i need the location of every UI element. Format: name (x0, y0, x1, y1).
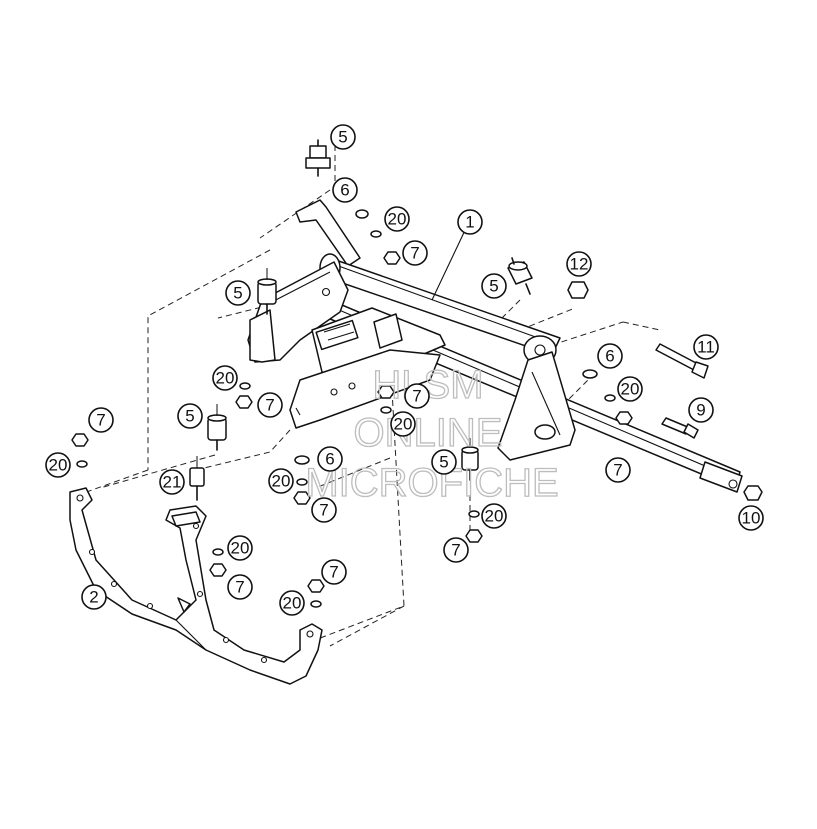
svg-text:20: 20 (394, 415, 413, 434)
svg-text:20: 20 (485, 507, 504, 526)
svg-text:7: 7 (410, 244, 419, 263)
callout-5: 5 (177, 403, 203, 429)
hardware (71, 209, 763, 608)
svg-text:6: 6 (605, 347, 614, 366)
callout-7: 7 (88, 407, 114, 433)
callout-20: 20 (390, 411, 416, 437)
callout-20: 20 (617, 376, 643, 402)
bolt-short (661, 417, 699, 439)
rubber-mount-right-bottom (461, 438, 479, 481)
svg-text:6: 6 (325, 450, 334, 469)
callout-5: 5 (481, 273, 507, 299)
callout-20: 20 (481, 503, 507, 529)
callout-7: 7 (257, 392, 283, 418)
callout-9: 9 (688, 397, 714, 423)
svg-text:11: 11 (697, 338, 715, 357)
svg-text:5: 5 (233, 284, 242, 303)
callout-10: 10 (738, 505, 764, 531)
watermark-line3: MICROFICHE (305, 461, 558, 505)
cradle-bracket (69, 487, 323, 685)
svg-text:20: 20 (216, 369, 235, 388)
callout-7: 7 (321, 559, 347, 585)
stud (189, 456, 205, 501)
main-frame (247, 199, 743, 493)
callout-7: 7 (402, 240, 428, 266)
svg-text:10: 10 (742, 509, 761, 528)
callout-7: 7 (227, 574, 253, 600)
svg-text:5: 5 (185, 407, 194, 426)
callouts: 1 2 5 5 5 5 5 6 6 6 7 7 7 7 7 7 7 7 7 9 … (45, 124, 764, 616)
rubber-mount-center-left (207, 404, 227, 451)
svg-text:7: 7 (451, 541, 460, 560)
svg-text:12: 12 (570, 255, 589, 274)
svg-text:7: 7 (613, 461, 622, 480)
svg-text:7: 7 (235, 578, 244, 597)
svg-text:20: 20 (283, 594, 302, 613)
callout-2: 2 (81, 584, 107, 610)
svg-text:20: 20 (231, 539, 250, 558)
bolt-long (655, 343, 709, 379)
svg-text:9: 9 (696, 401, 705, 420)
callout-20: 20 (45, 452, 71, 478)
callout-7: 7 (443, 537, 469, 563)
svg-text:7: 7 (265, 396, 274, 415)
svg-text:6: 6 (340, 181, 349, 200)
callout-11: 11 (693, 334, 719, 360)
callout-20: 20 (279, 590, 305, 616)
callout-20: 20 (384, 206, 410, 232)
svg-text:7: 7 (96, 411, 105, 430)
svg-text:5: 5 (439, 453, 448, 472)
watermark: HLSM ONLINE MICROFICHE (305, 362, 560, 505)
watermark-line2: ONLINE (354, 411, 503, 455)
callout-21: 21 (159, 469, 185, 495)
svg-text:20: 20 (388, 210, 407, 229)
rubber-mount-right-top (507, 257, 533, 295)
svg-text:20: 20 (272, 472, 291, 491)
callout-12: 12 (566, 251, 592, 277)
callout-6: 6 (597, 343, 623, 369)
svg-text:7: 7 (329, 563, 338, 582)
callout-20: 20 (268, 468, 294, 494)
svg-text:5: 5 (489, 277, 498, 296)
callout-5: 5 (431, 449, 457, 475)
svg-text:7: 7 (412, 387, 421, 406)
callout-7: 7 (605, 457, 631, 483)
svg-text:7: 7 (319, 501, 328, 520)
svg-text:21: 21 (163, 473, 182, 492)
svg-text:5: 5 (338, 128, 347, 147)
callout-6: 6 (317, 446, 343, 472)
callout-6: 6 (332, 177, 358, 203)
callout-7: 7 (311, 497, 337, 523)
svg-text:2: 2 (89, 588, 98, 607)
rubber-mount-top (305, 139, 331, 177)
callout-5: 5 (225, 280, 251, 306)
svg-text:20: 20 (621, 380, 640, 399)
callout-20: 20 (227, 535, 253, 561)
svg-text:20: 20 (49, 456, 68, 475)
callout-20: 20 (212, 365, 238, 391)
callout-7: 7 (404, 383, 430, 409)
callout-5: 5 (330, 124, 356, 150)
svg-text:1: 1 (465, 213, 474, 232)
rubber-mount-left (257, 268, 277, 315)
callout-1: 1 (457, 209, 483, 235)
